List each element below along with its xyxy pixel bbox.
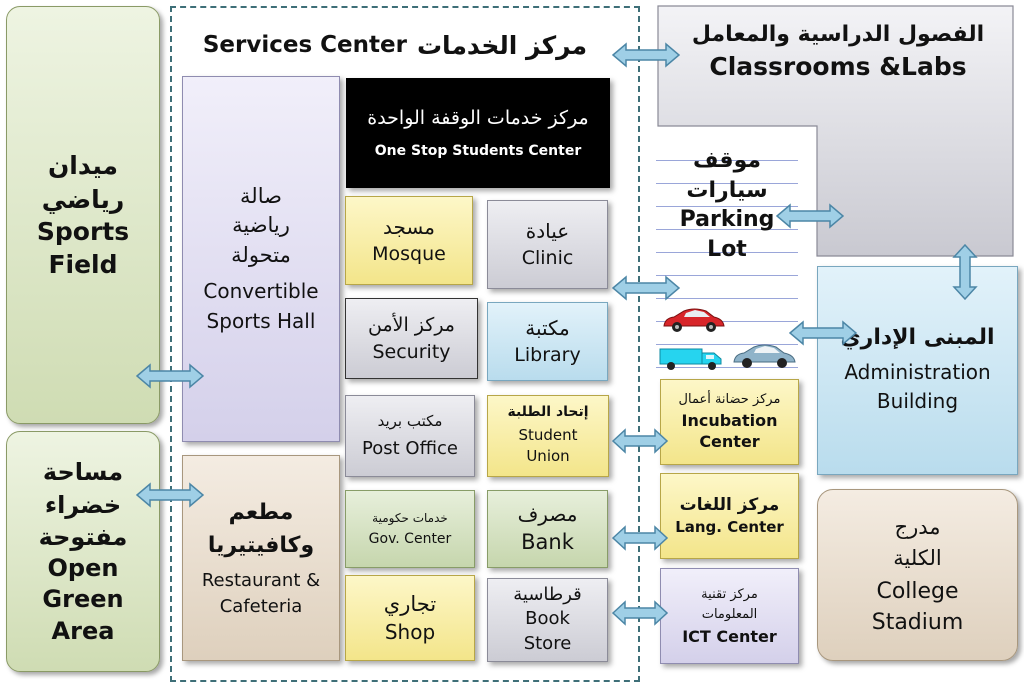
blue-car-icon (733, 344, 796, 368)
book-store-label-ar: قرطاسية (513, 584, 582, 606)
ict-center-box: مركز تقنية المعلومات ICT Center (660, 568, 799, 664)
post-office-box: مكتب بريد Post Office (345, 395, 475, 477)
mosque-label-en: Mosque (372, 243, 446, 266)
mosque-label-ar: مسجد (383, 214, 435, 239)
security-box: مركز الأمن Security (345, 298, 478, 379)
incubation-center-box: مركز حضانة أعمال Incubation Center (660, 379, 799, 465)
classrooms-labs-label: الفصول الدراسية والمعامل Classrooms &Lab… (668, 10, 1008, 94)
double-arrow-icon (136, 363, 204, 389)
services-center-title-ar: مركز الخدمات (416, 31, 588, 61)
double-arrow-icon (612, 42, 680, 68)
clinic-label-en: Clinic (521, 247, 574, 270)
clinic-label-ar: عيادة (525, 218, 570, 243)
gov-center-label-ar: خدمات حكومية (372, 510, 448, 525)
gov-center-box: خدمات حكومية Gov. Center (345, 490, 475, 568)
double-arrow-icon (776, 203, 844, 229)
sports-hall-label-en: Convertible Sports Hall (203, 279, 319, 334)
stadium-label-ar: مدرج الكلية (893, 514, 942, 571)
parking-label-ar1: موقف (692, 148, 762, 173)
bank-label-en: Bank (521, 530, 574, 555)
student-union-label-en: Student Union (518, 425, 578, 466)
ict-center-label-ar: مركز تقنية المعلومات (701, 587, 758, 622)
shop-label-ar: تجاري (383, 591, 437, 616)
services-center-title-en: Services Center (202, 32, 407, 59)
double-arrow-icon (789, 320, 857, 346)
shop-box: تجاري Shop (345, 575, 475, 661)
sports-field-box: ميدان رياضي Sports Field (6, 6, 160, 424)
post-office-label-en: Post Office (362, 438, 458, 460)
open-green-area-box: مساحة خضراء مفتوحة Open Green Area (6, 431, 160, 672)
one-stop-center-box: مركز خدمات الوقفة الواحدة One Stop Stude… (346, 78, 610, 188)
double-arrow-icon (136, 482, 204, 508)
restaurant-label-en: Restaurant & Cafeteria (201, 569, 321, 617)
library-box: مكتبة Library (487, 302, 608, 381)
bank-box: مصرف Bank (487, 490, 608, 568)
double-arrow-icon (612, 525, 668, 551)
services-center-title: Services Center مركز الخدمات (180, 26, 610, 66)
gov-center-label-en: Gov. Center (368, 530, 452, 547)
vertical-double-arrow-icon (952, 244, 978, 300)
open-green-area-label-ar: مساحة خضراء مفتوحة (38, 458, 128, 551)
book-store-box: قرطاسية Book Store (487, 578, 608, 662)
lang-center-box: مركز اللغات Lang. Center (660, 473, 799, 559)
classrooms-labs-shape (657, 5, 1014, 257)
library-label-en: Library (514, 344, 581, 367)
restaurant-box: مطعم وكافيتيريا Restaurant & Cafeteria (182, 455, 340, 661)
restaurant-label-ar: مطعم وكافيتيريا (207, 499, 315, 558)
administration-label-en: Administration Building (844, 360, 991, 414)
post-office-label-ar: مكتب بريد (377, 411, 443, 430)
classrooms-label-en: Classrooms &Labs (709, 52, 967, 82)
sports-hall-label-ar: صالة رياضية متحولة (231, 183, 291, 267)
double-arrow-icon (612, 600, 668, 626)
services-center-region (170, 6, 640, 682)
double-arrow-icon (612, 275, 680, 301)
parking-label-ar2: سيارات (686, 177, 768, 203)
security-label-ar: مركز الأمن (368, 314, 455, 337)
book-store-label-en: Book Store (523, 608, 572, 654)
incubation-label-en: Incubation Center (681, 410, 778, 451)
one-stop-label-ar: مركز خدمات الوقفة الواحدة (367, 106, 589, 129)
administration-building-box: المبنى الإداري Administration Building (817, 266, 1018, 475)
lang-center-label-ar: مركز اللغات (679, 495, 780, 516)
shop-label-en: Shop (384, 619, 436, 644)
college-stadium-box: مدرج الكلية College Stadium (817, 489, 1018, 661)
parking-lot: موقف سيارات Parking Lot (656, 138, 798, 376)
student-union-box: إتحاد الطلبة Student Union (487, 395, 609, 477)
lang-center-label-en: Lang. Center (675, 518, 784, 537)
open-green-area-label-en: Open Green Area (42, 554, 124, 645)
bank-label-ar: مصرف (517, 501, 578, 526)
one-stop-label-en: One Stop Students Center (374, 142, 582, 159)
parking-label-en1: Parking (679, 207, 775, 233)
student-union-label-ar: إتحاد الطلبة (507, 403, 589, 420)
incubation-label-ar: مركز حضانة أعمال (678, 391, 781, 407)
library-label-ar: مكتبة (525, 315, 570, 340)
classrooms-label-ar: الفصول الدراسية والمعامل (691, 22, 985, 48)
double-arrow-icon (612, 428, 668, 454)
truck-icon (659, 348, 722, 370)
parking-label-en2: Lot (707, 237, 747, 263)
stadium-label-en: College Stadium (871, 578, 964, 635)
sports-hall-box: صالة رياضية متحولة Convertible Sports Ha… (182, 76, 340, 442)
administration-label-ar: المبنى الإداري (840, 324, 995, 350)
sports-field-label-en: Sports Field (36, 217, 130, 279)
ict-center-label-en: ICT Center (682, 627, 777, 647)
sports-field-label-ar: ميدان رياضي (41, 150, 125, 214)
clinic-box: عيادة Clinic (487, 200, 608, 289)
red-car-icon (663, 308, 725, 332)
security-label-en: Security (372, 340, 451, 363)
mosque-box: مسجد Mosque (345, 196, 473, 285)
